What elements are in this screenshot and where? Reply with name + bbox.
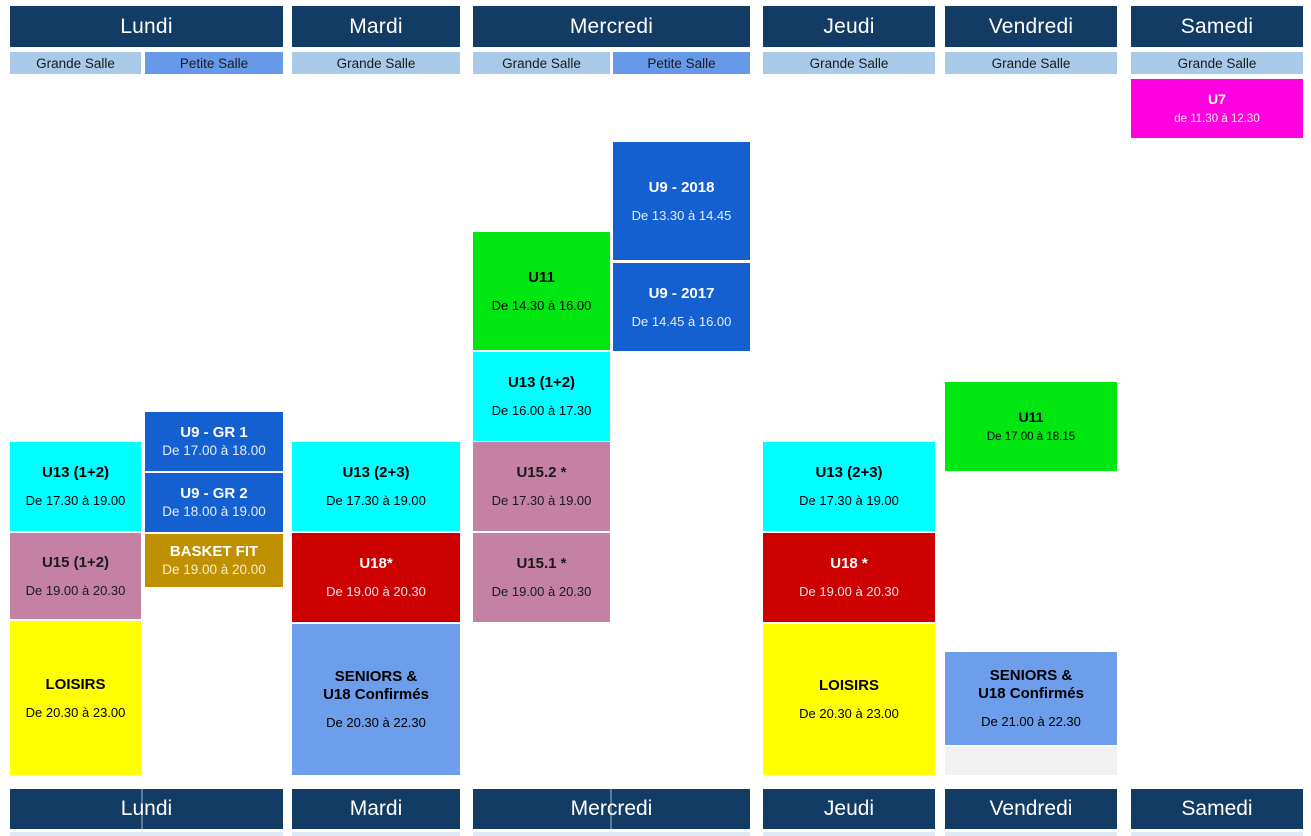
session-title: LOISIRS <box>818 677 879 695</box>
session-hours: De 16.00 à 17.30 <box>491 403 592 419</box>
session-block-lundi-u13[interactable]: U13 (1+2) De 17.30 à 19.00 <box>10 442 141 531</box>
footer-day-mercredi: Mercredi <box>473 789 750 829</box>
session-block-lundi-loisirs[interactable]: LOISIRS De 20.30 à 23.00 <box>10 621 141 775</box>
footer-day-lundi: Lundi <box>10 789 283 829</box>
session-hours: De 20.30 à 22.30 <box>326 714 426 730</box>
session-hours: De 17.00 à 18.00 <box>162 443 266 459</box>
footer-strip-lundi <box>10 832 283 836</box>
session-block-vendredi-empty <box>945 747 1117 775</box>
session-block-mercredi-u15-2[interactable]: U15.2 * De 17.30 à 19.00 <box>473 442 610 531</box>
session-block-mercredi-u11[interactable]: U11 De 14.30 à 16.00 <box>473 232 610 350</box>
session-block-lundi-basket-fit[interactable]: BASKET FIT De 19.00 à 20.00 <box>145 534 283 587</box>
session-block-mercredi-u9-2018[interactable]: U9 - 2018 De 13.30 à 14.45 <box>613 142 750 260</box>
session-title: U11 <box>1018 408 1044 425</box>
session-block-mercredi-u9-2017[interactable]: U9 - 2017 De 14.45 à 16.00 <box>613 263 750 351</box>
session-block-mardi-u18[interactable]: U18* De 19.00 à 20.30 <box>292 533 460 622</box>
session-hours: De 21.00 à 22.30 <box>981 713 1081 729</box>
footer-day-mardi: Mardi <box>292 789 460 829</box>
footer-day-samedi: Samedi <box>1131 789 1303 829</box>
session-title: U13 (2+3) <box>815 464 883 482</box>
session-block-lundi-u9-gr1[interactable]: U9 - GR 1 De 17.00 à 18.00 <box>145 412 283 471</box>
session-title: U7 <box>1208 90 1226 107</box>
session-hours: de 11.30 à 12.30 <box>1174 112 1260 125</box>
session-title: U15.2 * <box>516 464 567 482</box>
session-title: U9 - GR 1 <box>180 423 248 441</box>
footer-divider-mercredi <box>610 789 612 836</box>
session-block-jeudi-u18[interactable]: U18 * De 19.00 à 20.30 <box>763 533 935 622</box>
session-title-line2: U18 Confirmés <box>978 684 1084 702</box>
footer-divider-lundi <box>141 789 143 836</box>
room-header-lundi-petite: Petite Salle <box>145 52 283 74</box>
session-title: U18 * <box>830 555 868 573</box>
session-block-lundi-u9-gr2[interactable]: U9 - GR 2 De 18.00 à 19.00 <box>145 473 283 532</box>
day-header-samedi: Samedi <box>1131 6 1303 47</box>
session-block-mercredi-u13[interactable]: U13 (1+2) De 16.00 à 17.30 <box>473 352 610 441</box>
room-header-samedi-grande: Grande Salle <box>1131 52 1303 74</box>
session-hours: De 14.45 à 16.00 <box>631 313 732 329</box>
room-header-mercredi-petite: Petite Salle <box>613 52 750 74</box>
footer-strip-jeudi <box>763 832 935 836</box>
session-hours: De 13.30 à 14.45 <box>631 207 732 223</box>
session-title-line2: U18 Confirmés <box>323 685 429 703</box>
footer-strip-samedi <box>1131 832 1303 836</box>
session-title: U11 <box>528 268 555 286</box>
session-title: U15.1 * <box>516 555 567 573</box>
session-hours: De 17.00 à 18.15 <box>986 430 1076 443</box>
footer-day-vendredi: Vendredi <box>945 789 1117 829</box>
session-title: U13 (1+2) <box>507 374 576 392</box>
session-hours: De 19.00 à 20.30 <box>491 584 592 600</box>
session-title: U9 - 2018 <box>648 178 715 196</box>
session-hours: De 20.30 à 23.00 <box>25 704 126 720</box>
session-block-samedi-u7[interactable]: U7 de 11.30 à 12.30 <box>1131 79 1303 138</box>
room-header-jeudi-grande: Grande Salle <box>763 52 935 74</box>
session-hours: De 17.30 à 19.00 <box>25 493 126 509</box>
footer-day-jeudi: Jeudi <box>763 789 935 829</box>
footer-strip-mardi <box>292 832 460 836</box>
session-block-mardi-seniors[interactable]: SENIORS & U18 Confirmés De 20.30 à 22.30 <box>292 624 460 775</box>
room-header-vendredi-grande: Grande Salle <box>945 52 1117 74</box>
session-title: U18* <box>359 555 393 573</box>
session-block-lundi-u15[interactable]: U15 (1+2) De 19.00 à 20.30 <box>10 533 141 619</box>
session-title: U9 - 2017 <box>648 284 715 302</box>
room-header-mardi-grande: Grande Salle <box>292 52 460 74</box>
room-header-mercredi-grande: Grande Salle <box>473 52 610 74</box>
session-title: U13 (2+3) <box>342 464 410 482</box>
session-title-line1: SENIORS & <box>989 667 1073 685</box>
session-title: BASKET FIT <box>169 542 259 560</box>
day-header-vendredi: Vendredi <box>945 6 1117 47</box>
footer-strip-mercredi <box>473 832 750 836</box>
session-block-mardi-u13[interactable]: U13 (2+3) De 17.30 à 19.00 <box>292 442 460 531</box>
session-block-jeudi-u13[interactable]: U13 (2+3) De 17.30 à 19.00 <box>763 442 935 531</box>
session-block-vendredi-u11[interactable]: U11 De 17.00 à 18.15 <box>945 382 1117 471</box>
session-block-vendredi-seniors[interactable]: SENIORS & U18 Confirmés De 21.00 à 22.30 <box>945 652 1117 745</box>
day-header-jeudi: Jeudi <box>763 6 935 47</box>
session-hours: De 14.30 à 16.00 <box>491 297 592 313</box>
footer-strip-vendredi <box>945 832 1117 836</box>
session-hours: De 19.00 à 20.00 <box>162 562 266 578</box>
session-hours: De 19.00 à 20.30 <box>326 584 426 600</box>
session-hours: De 17.30 à 19.00 <box>799 493 899 509</box>
session-title: U13 (1+2) <box>41 464 110 482</box>
session-title: U9 - GR 2 <box>180 484 248 502</box>
session-title: LOISIRS <box>45 675 106 693</box>
session-title: U15 (1+2) <box>41 553 110 571</box>
session-hours: De 20.30 à 23.00 <box>799 706 899 722</box>
session-hours: De 17.30 à 19.00 <box>326 493 426 509</box>
day-header-lundi: Lundi <box>10 6 283 47</box>
session-block-jeudi-loisirs[interactable]: LOISIRS De 20.30 à 23.00 <box>763 624 935 775</box>
session-hours: De 19.00 à 20.30 <box>25 582 126 598</box>
session-hours: De 18.00 à 19.00 <box>162 504 266 520</box>
session-block-mercredi-u15-1[interactable]: U15.1 * De 19.00 à 20.30 <box>473 533 610 622</box>
session-hours: De 19.00 à 20.30 <box>799 584 899 600</box>
session-hours: De 17.30 à 19.00 <box>491 493 592 509</box>
day-header-mercredi: Mercredi <box>473 6 750 47</box>
day-header-mardi: Mardi <box>292 6 460 47</box>
room-header-lundi-grande: Grande Salle <box>10 52 141 74</box>
session-title-line1: SENIORS & <box>334 668 418 686</box>
